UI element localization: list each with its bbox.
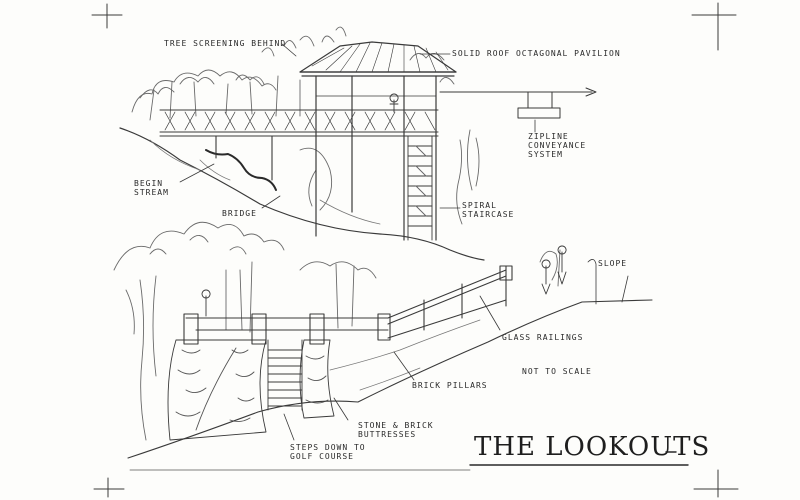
label-zipline-line-3: SYSTEM [528,150,563,159]
crosshair-bottom-right [693,469,739,498]
upper-leader-lines [179,43,536,209]
steps-down [267,339,303,411]
lower-leader-lines [283,259,629,441]
crosshair-top-right [691,2,737,51]
stone-buttress-left [167,339,267,441]
spiral-staircase [407,135,433,241]
label-stream-line-1: BEGIN [134,179,164,188]
label-zipline-line-2: CONVEYANCE [528,141,587,150]
label-steps-line-2: GOLF COURSE [290,452,354,461]
label-stair-line-1: SPIRAL [462,201,497,210]
stream-scribble [205,149,277,191]
label-pavilion: SOLID ROOF OCTAGONAL PAVILION [452,49,621,58]
label-tree-screening: TREE SCREENING BEHIND [164,39,287,48]
label-steps-line-1: STEPS DOWN TO [290,443,366,452]
zipline-system [439,87,597,119]
sketch-title: THE LOOKOUTS [474,432,711,462]
label-stream-line-2: STREAM [134,188,169,197]
octagonal-pavilion [299,41,457,241]
figures-on-slope [201,245,567,317]
label-stone-brick-line-1: STONE & BRICK [358,421,434,430]
crosshair-bottom-left [93,477,125,498]
lower-ground-line [127,299,653,459]
lower-railings [185,265,507,339]
label-not-to-scale: NOT TO SCALE [522,367,592,376]
upper-tree-canopy [131,26,480,225]
label-stair-line-2: STAIRCASE [462,210,515,219]
label-bridge: BRIDGE [222,209,257,218]
stone-buttress-right [299,339,335,419]
label-slope: SLOPE [598,259,628,268]
label-zipline-line-1: ZIPLINE [528,132,569,141]
label-stone-brick-line-2: BUTTRESSES [358,430,417,439]
crosshair-top-left [91,3,123,29]
upper-ground-line [119,127,485,261]
label-glass-railings: GLASS RAILINGS [502,333,584,342]
brick-pillars [183,265,513,345]
label-brick-pillars: BRICK PILLARS [412,381,488,390]
bridge-structure [159,109,439,181]
lower-tree-canopy [113,221,561,441]
